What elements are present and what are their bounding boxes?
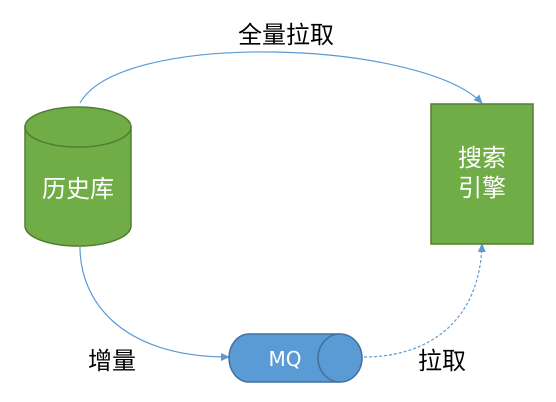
full-pull-label: 全量拉取: [238, 21, 334, 49]
database-body: [24, 126, 132, 247]
database-top: [24, 106, 132, 148]
mq-node: MQ: [228, 333, 363, 383]
database-node: 历史库: [24, 106, 132, 247]
mq-label: MQ: [269, 347, 302, 371]
full-pull-connector: [79, 51, 483, 104]
search-engine-box: [430, 103, 534, 245]
search-engine-label-line2: 引擎: [458, 174, 506, 202]
pull-label: 拉取: [418, 347, 466, 375]
mq-body: [228, 333, 340, 383]
database-label: 历史库: [42, 175, 114, 203]
incremental-connector: [79, 246, 230, 361]
pull-connector: [363, 243, 486, 358]
search-engine-node: 搜索 引擎: [430, 103, 534, 245]
search-engine-label-line1: 搜索: [458, 144, 506, 172]
incremental-label: 增量: [88, 347, 136, 375]
mq-end-cap: [317, 333, 363, 383]
